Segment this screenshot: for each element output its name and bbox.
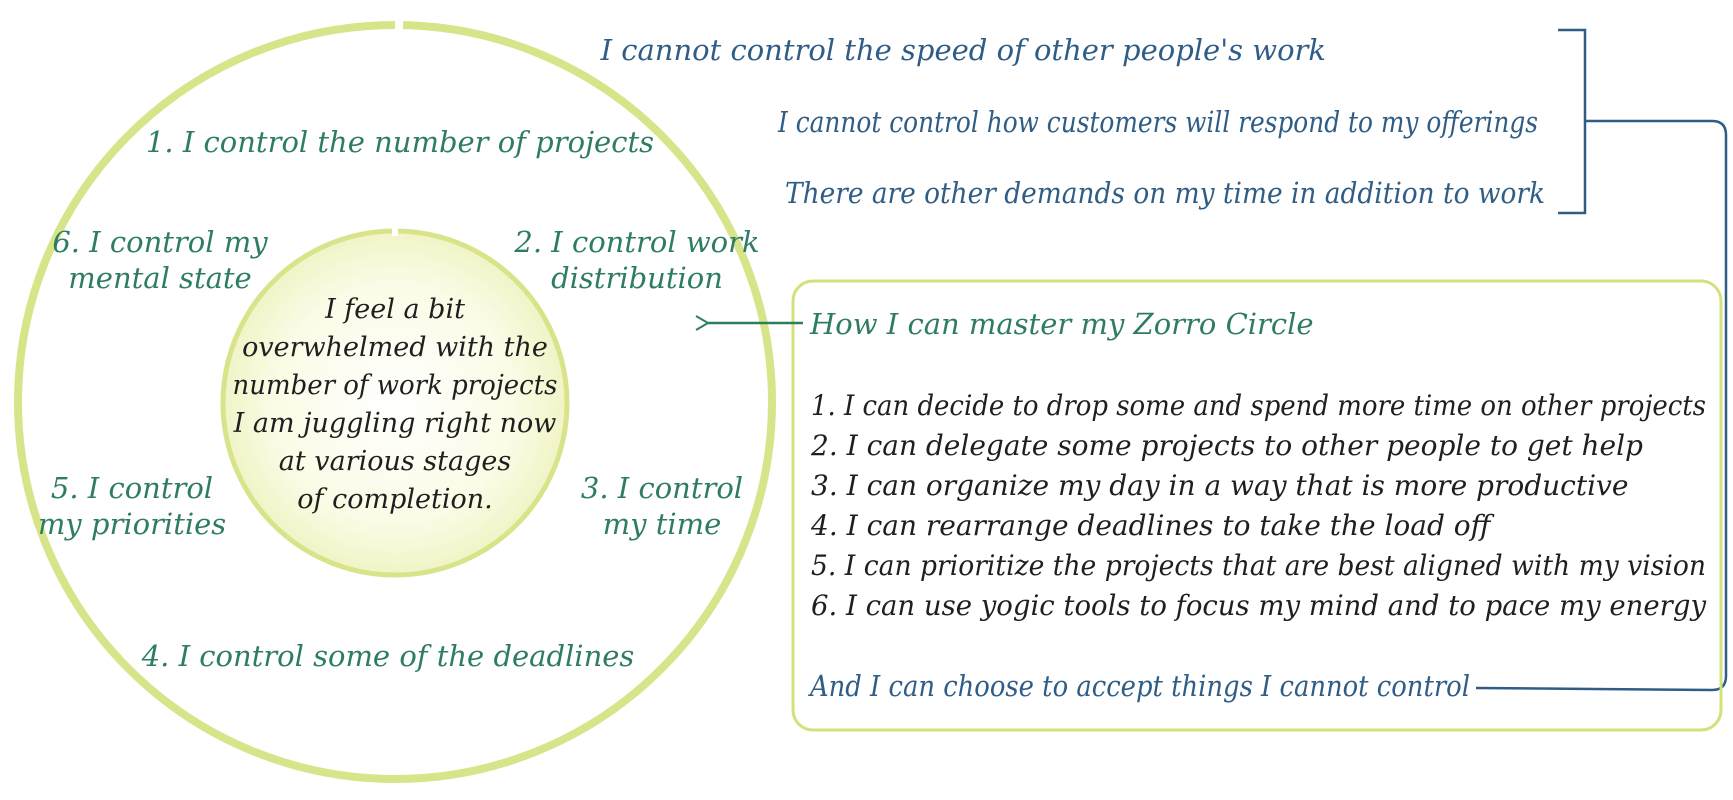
control-3-line-1: 3. I control bbox=[581, 471, 743, 505]
control-6-line-2: mental state bbox=[68, 261, 251, 295]
control-5-line-2: my priorities bbox=[38, 507, 226, 541]
inner-circle bbox=[220, 228, 570, 578]
mastery-item: 1. I can decide to drop some and spend m… bbox=[811, 389, 1706, 422]
cannot-control-item: I cannot control how customers will resp… bbox=[777, 105, 1538, 139]
mastery-item: 3. I can organize my day in a way that i… bbox=[811, 469, 1628, 502]
center-line: number of work projects bbox=[233, 370, 558, 401]
control-5-line-1: 5. I control bbox=[51, 471, 213, 505]
outer-circle-gap bbox=[395, 18, 403, 32]
mastery-item: 4. I can rearrange deadlines to take the… bbox=[810, 509, 1495, 542]
inner-circle-gap bbox=[392, 226, 398, 236]
control-6-line-1: 6. I control my bbox=[52, 225, 268, 259]
mastery-item: 5. I can prioritize the projects that ar… bbox=[811, 549, 1706, 582]
control-2-line-1: 2. I control work bbox=[513, 225, 759, 259]
control-1: 1. I control the number of projects bbox=[146, 125, 654, 159]
center-line: at various stages bbox=[279, 446, 511, 477]
center-statement: I feel a bit overwhelmed with the number… bbox=[233, 294, 558, 515]
control-4: 4. I control some of the deadlines bbox=[141, 639, 635, 673]
mastery-box bbox=[791, 279, 1723, 732]
cannot-control-item: I cannot control the speed of other peop… bbox=[600, 33, 1326, 67]
cannot-control-bracket bbox=[1558, 28, 1587, 215]
mastery-list: 1. I can decide to drop some and spend m… bbox=[810, 389, 1707, 622]
center-line: I feel a bit bbox=[324, 294, 465, 325]
mastery-item: 6. I can use yogic tools to focus my min… bbox=[811, 589, 1707, 622]
mastery-item: 2. I can delegate some projects to other… bbox=[810, 429, 1643, 462]
accept-statement: And I can choose to accept things I cann… bbox=[807, 669, 1470, 703]
center-line: of completion. bbox=[297, 484, 492, 515]
mastery-title: How I can master my Zorro Circle bbox=[809, 307, 1314, 341]
center-line: I am juggling right now bbox=[233, 408, 557, 439]
control-3-line-2: my time bbox=[603, 507, 722, 541]
control-2-line-2: distribution bbox=[551, 261, 723, 295]
bracket-connector bbox=[1475, 119, 1728, 692]
cannot-control-item: There are other demands on my time in ad… bbox=[785, 176, 1545, 210]
center-line: overwhelmed with the bbox=[242, 332, 548, 363]
